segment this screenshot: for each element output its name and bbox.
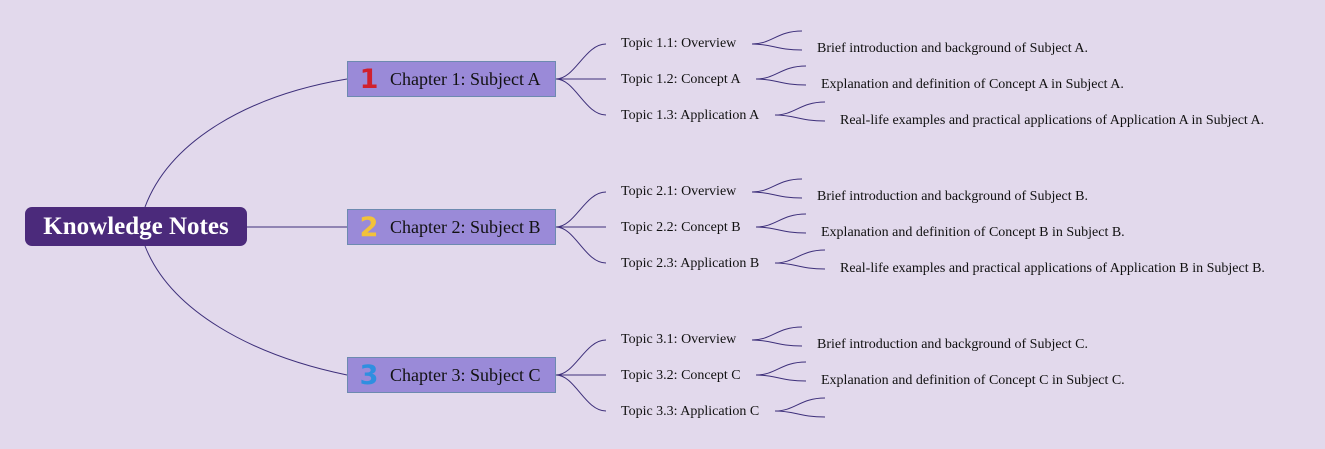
- detail-1-3[interactable]: Real-life examples and practical applica…: [840, 113, 1265, 128]
- chapter-2-label: Chapter 2: Subject B: [390, 216, 541, 237]
- root-node[interactable]: Knowledge Notes: [25, 207, 247, 246]
- number-3-icon: 3: [359, 359, 379, 391]
- topic-1-3[interactable]: Topic 1.3: Application A: [621, 108, 760, 123]
- detail-2-1[interactable]: Brief introduction and background of Sub…: [817, 189, 1088, 204]
- connector-chapter-1-topic-1: [555, 43, 607, 80]
- connector-topic-2-1-detail-upper: [751, 178, 803, 193]
- connector-topic-1-1-detail-upper: [751, 30, 803, 45]
- connector-topic-1-2-detail-lower: [755, 78, 807, 86]
- topic-2-3[interactable]: Topic 2.3: Application B: [621, 256, 760, 271]
- root-label: Knowledge Notes: [43, 212, 229, 240]
- connector-topic-2-2-detail-lower: [755, 226, 807, 234]
- connector-topic-1-2-detail-upper: [755, 65, 807, 80]
- topic-2-2[interactable]: Topic 2.2: Concept B: [621, 220, 741, 235]
- detail-1-1[interactable]: Brief introduction and background of Sub…: [817, 41, 1088, 56]
- number-1-icon: 1: [359, 63, 379, 95]
- number-2-icon: 2: [359, 211, 379, 243]
- connector-chapter-2-topic-3: [555, 226, 607, 264]
- connector-topic-3-3-detail-lower: [774, 410, 826, 418]
- connector-chapter-3-topic-3: [555, 374, 607, 412]
- connector-topic-1-3-detail-lower: [774, 114, 826, 122]
- connector-topic-2-1-detail-lower: [751, 191, 803, 199]
- connector-topic-1-1-detail-lower: [751, 43, 803, 51]
- chapter-1-label: Chapter 1: Subject A: [390, 68, 541, 89]
- detail-3-1[interactable]: Brief introduction and background of Sub…: [817, 337, 1088, 352]
- connector-topic-3-1-detail-lower: [751, 339, 803, 347]
- detail-1-2[interactable]: Explanation and definition of Concept A …: [821, 77, 1124, 92]
- topic-1-2[interactable]: Topic 1.2: Concept A: [621, 72, 741, 87]
- topic-3-1[interactable]: Topic 3.1: Overview: [621, 332, 737, 347]
- topic-1-1[interactable]: Topic 1.1: Overview: [621, 36, 737, 51]
- chapter-3-label: Chapter 3: Subject C: [390, 364, 541, 385]
- topic-3-2[interactable]: Topic 3.2: Concept C: [621, 368, 741, 383]
- chapter-2-node[interactable]: 2 Chapter 2: Subject B: [347, 209, 556, 245]
- connector-topic-3-2-detail-upper: [755, 361, 807, 376]
- connector-chapter-2-topic-1: [555, 191, 607, 228]
- connector-root-chapter-1: [144, 78, 348, 208]
- connector-topic-2-2-detail-upper: [755, 213, 807, 228]
- chapter-1-node[interactable]: 1 Chapter 1: Subject A: [347, 61, 556, 97]
- chapter-3-node[interactable]: 3 Chapter 3: Subject C: [347, 357, 556, 393]
- topic-2-1[interactable]: Topic 2.1: Overview: [621, 184, 737, 199]
- connector-topic-1-3-detail-upper: [774, 101, 826, 116]
- topic-3-3[interactable]: Topic 3.3: Application C: [621, 404, 760, 419]
- detail-2-2[interactable]: Explanation and definition of Concept B …: [821, 225, 1125, 240]
- connector-topic-2-3-detail-lower: [774, 262, 826, 270]
- detail-2-3[interactable]: Real-life examples and practical applica…: [840, 261, 1265, 276]
- connector-topic-2-3-detail-upper: [774, 249, 826, 264]
- connector-topic-3-2-detail-lower: [755, 374, 807, 382]
- connector-topic-3-1-detail-upper: [751, 326, 803, 341]
- connector-chapter-3-topic-1: [555, 339, 607, 376]
- connector-root-chapter-3: [144, 245, 348, 376]
- connector-topic-3-3-detail-upper: [774, 397, 826, 412]
- detail-3-2[interactable]: Explanation and definition of Concept C …: [821, 373, 1125, 388]
- connector-chapter-1-topic-3: [555, 78, 607, 116]
